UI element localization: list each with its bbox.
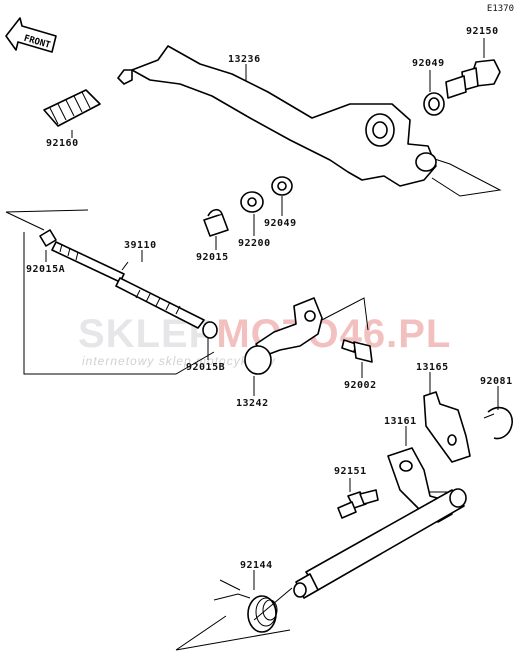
label-13242: 13242 [236,398,269,409]
label-92049: 92049 [412,58,445,69]
label-92015B: 92015B [186,362,226,373]
label-92015: 92015 [196,252,229,263]
label-13161: 13161 [384,416,417,427]
part-92151-bolt-icon [337,489,379,519]
label-92144: 92144 [240,560,273,571]
label-13165: 13165 [416,362,449,373]
label-92015A: 92015A [26,264,66,275]
part-92081-spring-icon [483,406,513,440]
label-13236: 13236 [228,54,261,65]
part-13236-shift-pedal-icon [117,45,437,187]
part-92002-bolt-icon [341,339,373,363]
label-92160: 92160 [46,138,79,149]
part-13242-shift-lever-icon [244,297,323,375]
part-92049-washer-icon [423,92,445,116]
label-92150: 92150 [466,26,499,37]
diagram-code: E1370 [486,4,514,14]
label-92151: 92151 [334,466,367,477]
part-39110-tie-rod-icon [39,229,218,339]
front-arrow-icon: FRONT [5,17,57,53]
label-39110: 39110 [124,240,157,251]
label-92049-lower: 92049 [264,218,297,229]
part-92049-washer-lower-icon [271,176,293,196]
part-92160-pedal-rubber-icon [43,89,101,127]
part-92150-bolt-icon [445,59,501,99]
part-92200-washer-icon [240,191,264,213]
part-13165-stopper-plate-icon [423,391,471,463]
part-92144-return-spring-icon [213,579,278,633]
leader-lines [5,38,502,651]
label-92002: 92002 [344,380,377,391]
label-92200: 92200 [238,238,271,249]
part-92015-cap-nut-icon [203,208,229,237]
label-92081: 92081 [480,376,513,387]
watermark-tagline: internetowy sklep motocyklowy [82,354,276,368]
part-13161-shift-shaft-icon [293,447,467,599]
